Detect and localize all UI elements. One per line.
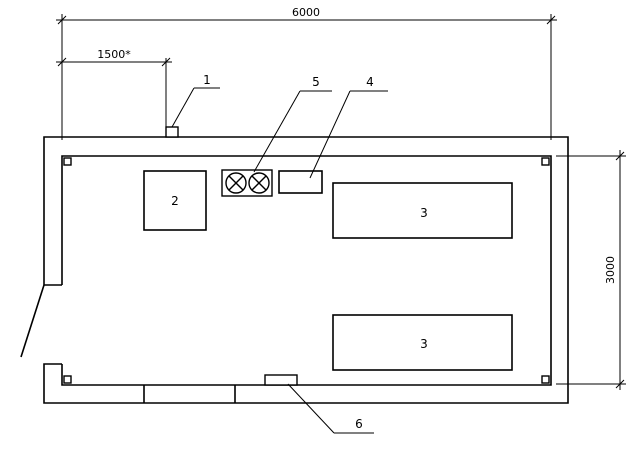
- corner-post: [541, 375, 550, 384]
- equipment-3-top: [332, 182, 513, 239]
- callout-label-6: 6: [355, 417, 363, 431]
- dimension-label-offset: 1500*: [97, 48, 131, 61]
- equipment-3-bottom: [332, 314, 513, 371]
- leader-5: [253, 90, 332, 173]
- equipment-2-label: 2: [171, 194, 179, 208]
- callout-label-5: 5: [312, 75, 320, 89]
- element-1-block: [165, 126, 179, 138]
- leader-1: [171, 87, 220, 128]
- dimension-label-total-height: 3000: [604, 256, 617, 284]
- dimension-offset: [56, 57, 172, 128]
- dimension-label-total-width: 6000: [292, 6, 320, 19]
- leader-6: [287, 383, 374, 434]
- corner-post: [63, 375, 72, 384]
- element-6-block: [264, 374, 298, 386]
- equipment-3-bottom-label: 3: [420, 337, 428, 351]
- element-5-lamps: [221, 169, 273, 197]
- door-leaf: [20, 284, 45, 358]
- callout-label-4: 4: [366, 75, 374, 89]
- element-4-block: [278, 170, 323, 194]
- equipment-2: [143, 170, 207, 231]
- leader-4: [309, 90, 388, 179]
- corner-posts: [63, 157, 550, 384]
- dimension-total-width: [56, 14, 557, 140]
- callout-label-1: 1: [203, 73, 211, 87]
- corner-post: [63, 157, 72, 166]
- building-walls: [43, 136, 569, 404]
- equipment-3-top-label: 3: [420, 206, 428, 220]
- corner-post: [541, 157, 550, 166]
